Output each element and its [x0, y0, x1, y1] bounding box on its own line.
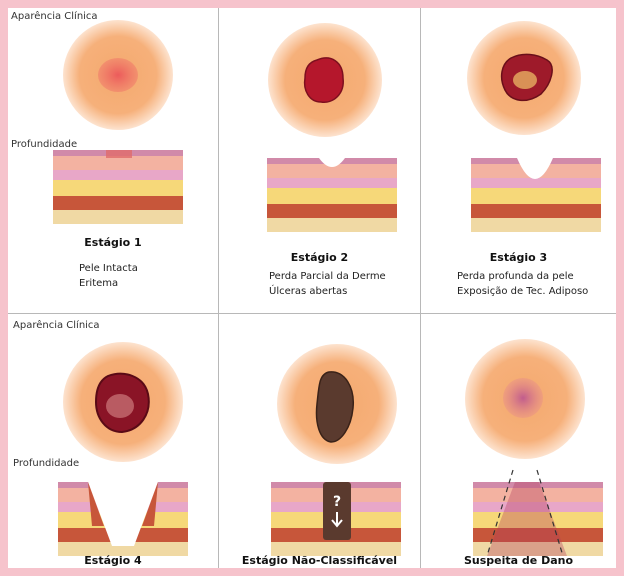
stage-title: Estágio 2 [219, 251, 420, 264]
stage-2-panel: Estágio 2 Perda Parcial da Derme Úlceras… [219, 8, 420, 313]
exposed-tissue [106, 394, 134, 418]
skin-cross-section [267, 158, 397, 232]
stage-4-panel: Aparência Clínica Profundidade Estágio 4 [8, 314, 218, 568]
pressure-ulcer-stages-diagram: Aparência Clínica Profundidade Estágio 1… [8, 8, 616, 568]
stage-4-illustration [8, 314, 218, 568]
stage-2-illustration [219, 8, 420, 313]
stage-title: Estágio 3 [421, 251, 616, 264]
erythema-spot [98, 58, 138, 92]
skin-cross-section [58, 482, 188, 556]
skin-cross-section [471, 158, 601, 232]
unknown-depth-marker: ? [333, 494, 341, 510]
stage-description-line2: Úlceras abertas [269, 284, 347, 299]
stage-description-line1: Perda Parcial da Derme [269, 269, 386, 284]
stage-description-line2: Eritema [79, 276, 118, 291]
stage-title: Estágio 4 [8, 554, 218, 567]
stage-title: Suspeita de Dano [421, 554, 616, 567]
adipose-exposure [513, 71, 537, 89]
skin-cross-section [53, 150, 183, 224]
stage-3-panel: Estágio 3 Perda profunda da pele Exposiç… [421, 8, 616, 313]
skin-cross-section [473, 482, 603, 556]
open-ulcer [305, 58, 344, 102]
unstageable-panel: ? Estágio Não-Classificável [219, 314, 420, 568]
stage-description-line1: Perda profunda da pele [457, 269, 574, 284]
stage-description-line1: Pele Intacta [79, 261, 138, 276]
suspected-injury-panel: Suspeita de Dano [421, 314, 616, 568]
stage-title: Estágio 1 [8, 236, 218, 249]
stage-title: Estágio Não-Classificável [219, 554, 420, 567]
stage-1-panel: Aparência Clínica Profundidade Estágio 1… [8, 8, 218, 313]
stage-3-illustration [421, 8, 616, 313]
suspected-injury-illustration [421, 314, 616, 568]
purple-bruise-area [503, 378, 543, 418]
unstageable-illustration: ? [219, 314, 420, 568]
stage-description-line2: Exposição de Tec. Adiposo [457, 284, 588, 299]
